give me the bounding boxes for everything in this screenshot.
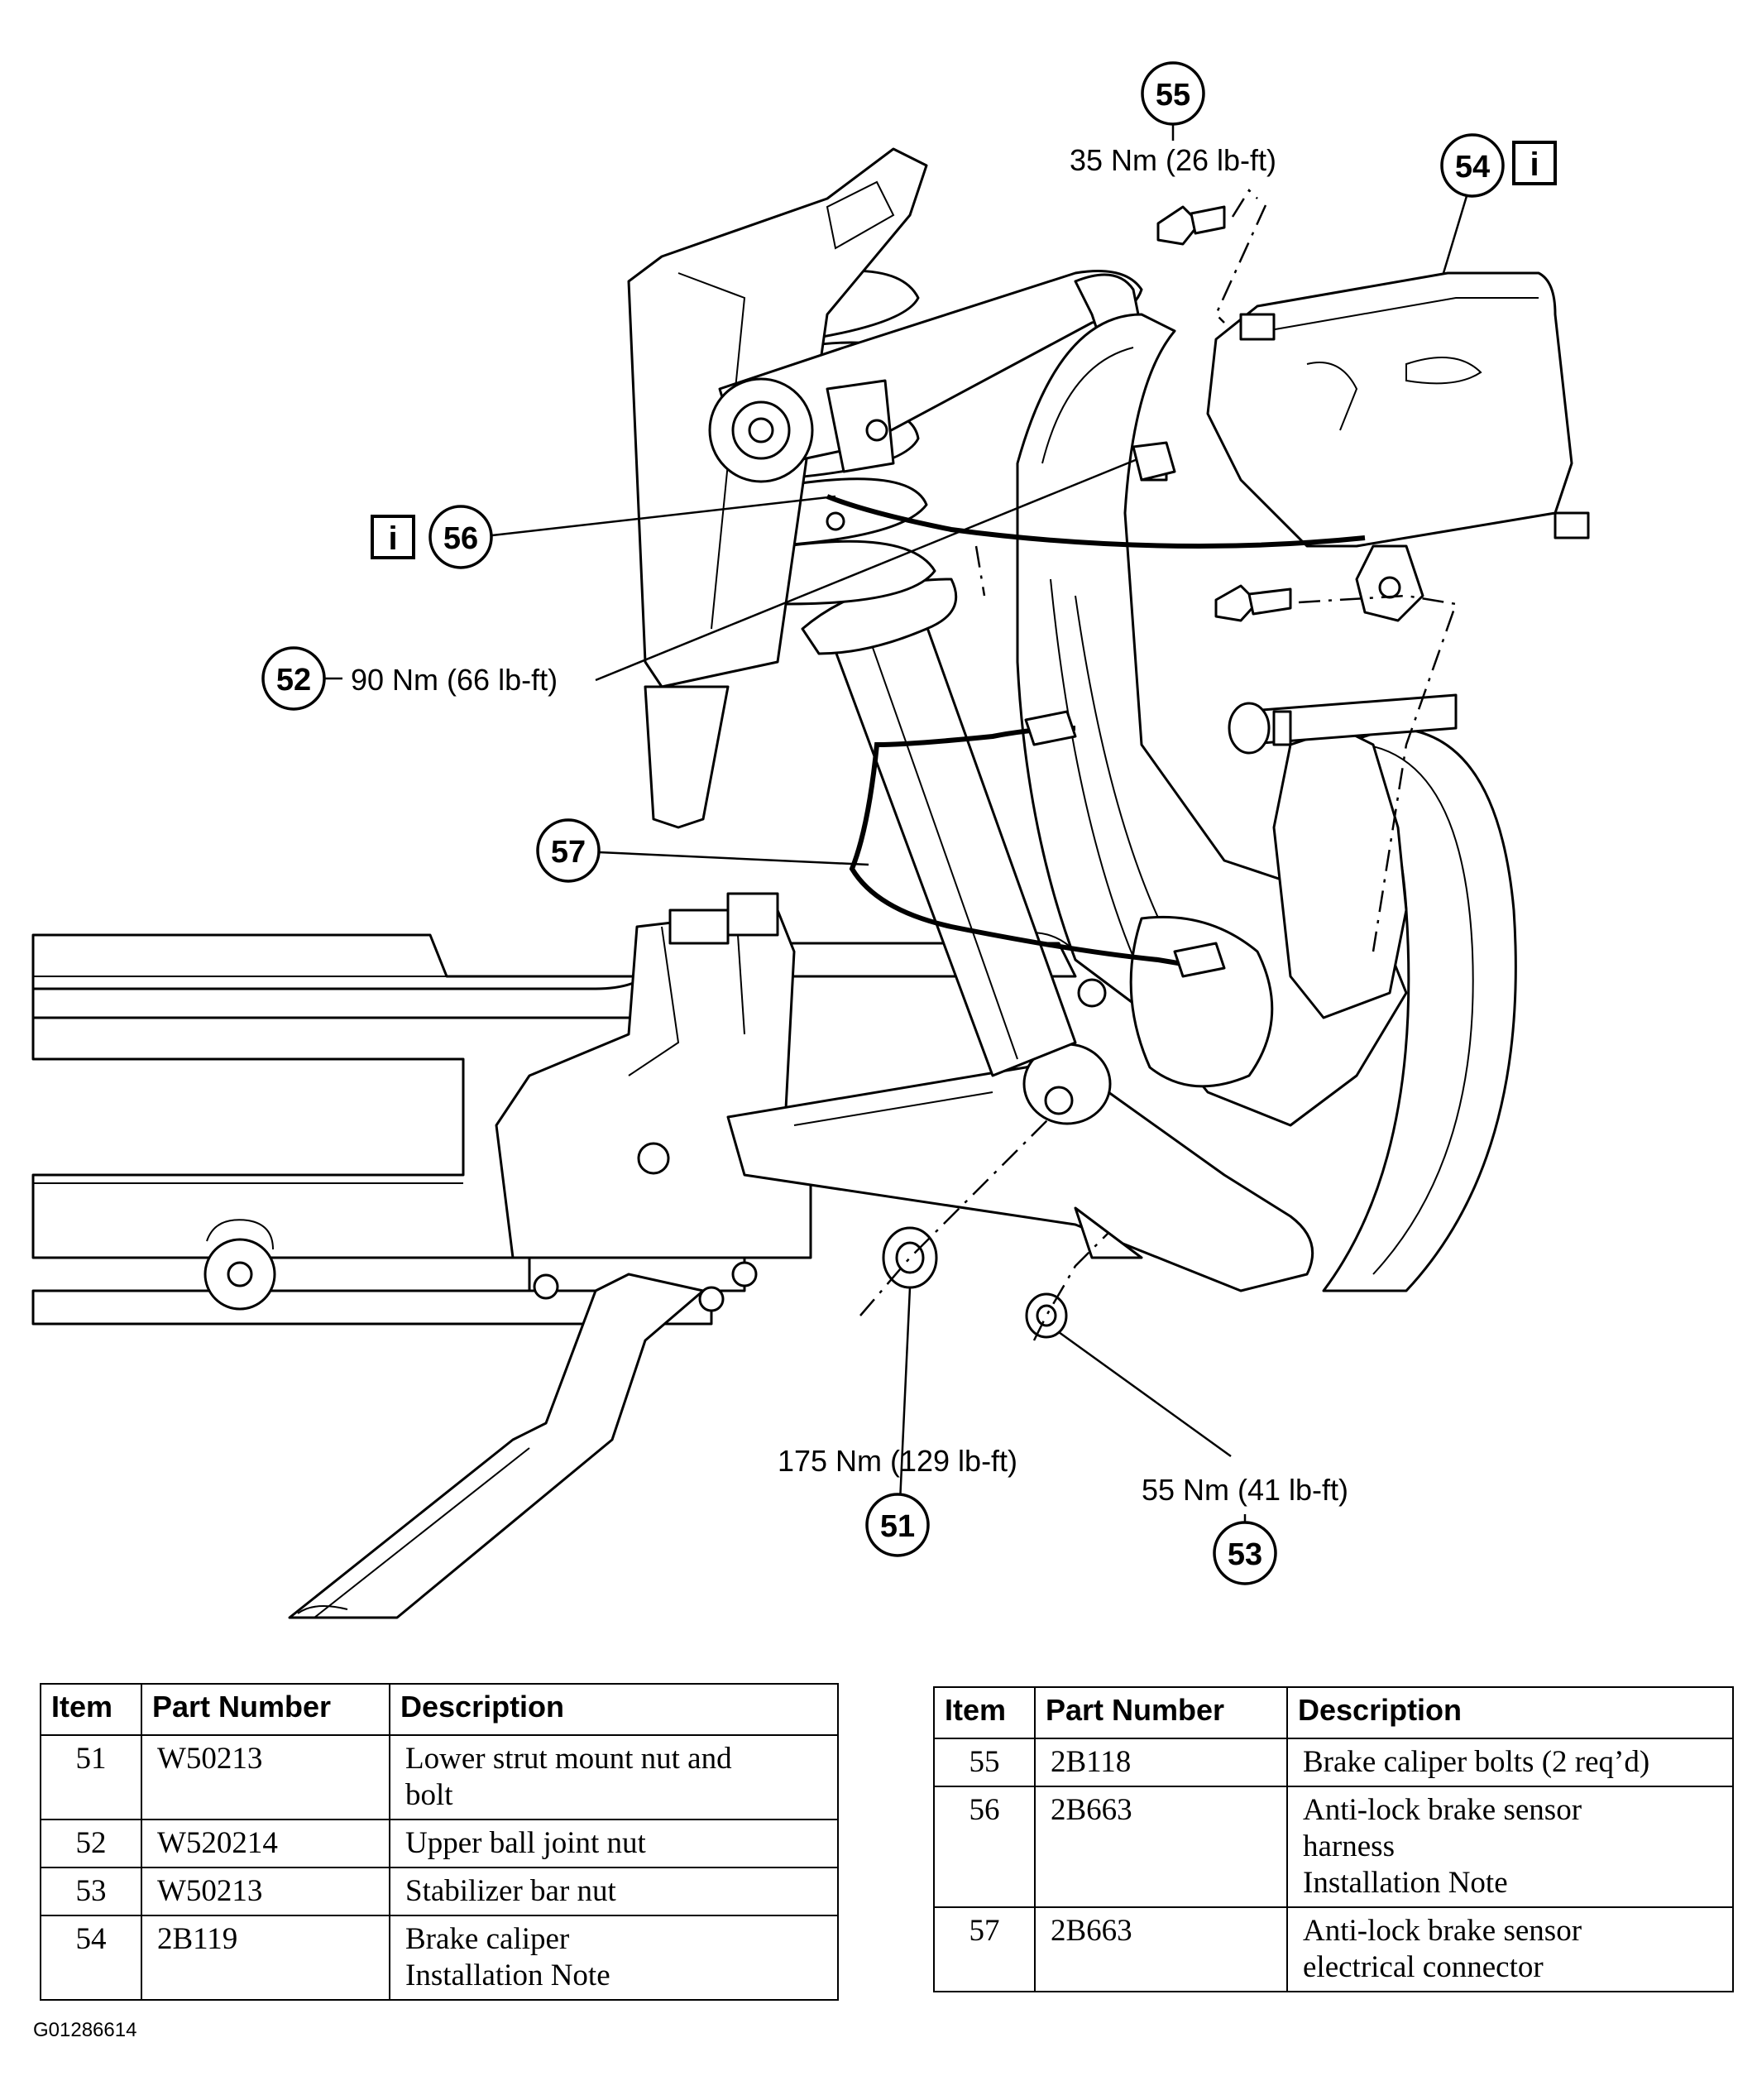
callout-number: 54: [1455, 150, 1490, 185]
callout-number: 55: [1156, 78, 1190, 113]
table-row: 55 2B118 Brake caliper bolts (2 req’d): [933, 1738, 1734, 1787]
callout-54: 54 i: [1440, 133, 1557, 274]
stabilizer-link-arm: [288, 1273, 705, 1619]
bolt-head: [1077, 978, 1107, 1008]
table-row: 52 W520214 Upper ball joint nut: [40, 1819, 839, 1868]
torque-label: 35 Nm (26 lb-ft): [1070, 143, 1276, 177]
subframe-tower: [495, 909, 812, 1259]
table-row: 53 W50213 Stabilizer bar nut: [40, 1867, 839, 1916]
cell-item: 56: [933, 1786, 1036, 1908]
callout-number: 53: [1228, 1537, 1262, 1572]
table-header-row: Item Part Number Description: [933, 1686, 1734, 1739]
info-icon: [1512, 141, 1557, 185]
callout-number: 56: [443, 521, 478, 556]
cell-item: 52: [40, 1819, 142, 1868]
cell-description: Brake caliper bolts (2 req’d): [1286, 1738, 1734, 1787]
bracket: [826, 379, 895, 473]
table-row: 51 W50213 Lower strut mount nut and bolt: [40, 1734, 839, 1820]
torque-label: 55 Nm (41 lb-ft): [1142, 1473, 1348, 1507]
callout-56: i 56: [371, 495, 836, 569]
cell-description: Upper ball joint nut: [389, 1819, 839, 1868]
svg-text:i: i: [388, 520, 397, 557]
cell-description: Anti-lock brake sensor electrical connec…: [1286, 1906, 1734, 1992]
header-description: Description: [389, 1683, 839, 1736]
header-item: Item: [40, 1683, 142, 1736]
header-part-number: Part Number: [1034, 1686, 1288, 1739]
upper-ball-joint-nut: [1132, 441, 1176, 482]
cell-part-number: W50213: [141, 1734, 390, 1820]
cell-part-number: 2B119: [141, 1915, 390, 2001]
callout-57: 57: [536, 818, 869, 883]
stabilizer-bar-nut: [1025, 1292, 1068, 1339]
svg-text:i: i: [1530, 146, 1539, 183]
callout-number: 51: [880, 1509, 915, 1544]
figure-id: G01286614: [33, 2019, 137, 2041]
caliper-bolt-lower: [1214, 584, 1292, 622]
header-part-number: Part Number: [141, 1683, 390, 1736]
callout-51: 175 Nm (129 lb-ft) 51: [778, 1287, 1017, 1557]
torque-label: 175 Nm (129 lb-ft): [778, 1444, 1017, 1478]
parts-table-left: Item Part Number Description 51 W50213 L…: [40, 1683, 839, 2001]
brake-caliper: [1206, 271, 1573, 548]
cell-description: Brake caliper Installation Note: [389, 1915, 839, 2001]
header-item: Item: [933, 1686, 1036, 1739]
cell-description: Anti-lock brake sensor harness Installat…: [1286, 1786, 1734, 1908]
callout-52: 52 90 Nm (66 lb-ft): [261, 458, 1138, 711]
strut-tower-fin: [644, 685, 730, 829]
info-icon: [371, 515, 415, 559]
cell-part-number: W520214: [141, 1819, 390, 1868]
cell-part-number: W50213: [141, 1867, 390, 1916]
cell-part-number: 2B663: [1034, 1906, 1288, 1992]
callout-55: 55 35 Nm (26 lb-ft): [1070, 61, 1276, 177]
cell-item: 53: [40, 1867, 142, 1916]
cell-part-number: 2B663: [1034, 1786, 1288, 1908]
cell-item: 51: [40, 1734, 142, 1820]
callout-53: 55 Nm (41 lb-ft) 53: [1058, 1330, 1348, 1585]
cell-item: 55: [933, 1738, 1036, 1787]
cell-item: 57: [933, 1906, 1036, 1992]
callout-number: 52: [276, 663, 311, 698]
suspension-line-art: [31, 147, 1590, 1619]
header-description: Description: [1286, 1686, 1734, 1739]
caliper-bolt-upper: [1156, 205, 1226, 246]
table-header-row: Item Part Number Description: [40, 1683, 839, 1736]
cell-part-number: 2B118: [1034, 1738, 1288, 1787]
torque-label: 90 Nm (66 lb-ft): [351, 663, 558, 697]
callout-number: 57: [551, 835, 586, 870]
cell-description: Lower strut mount nut and bolt: [389, 1734, 839, 1820]
table-row: 54 2B119 Brake caliper Installation Note: [40, 1915, 839, 2001]
table-row: 56 2B663 Anti-lock brake sensor harness …: [933, 1786, 1734, 1908]
abs-connector: [1024, 710, 1077, 746]
cell-description: Stabilizer bar nut: [389, 1867, 839, 1916]
parts-table-right: Item Part Number Description 55 2B118 Br…: [933, 1686, 1734, 1992]
table-row: 57 2B663 Anti-lock brake sensor electric…: [933, 1906, 1734, 1992]
abs-sensor-harness: [826, 494, 1366, 549]
cell-item: 54: [40, 1915, 142, 2001]
